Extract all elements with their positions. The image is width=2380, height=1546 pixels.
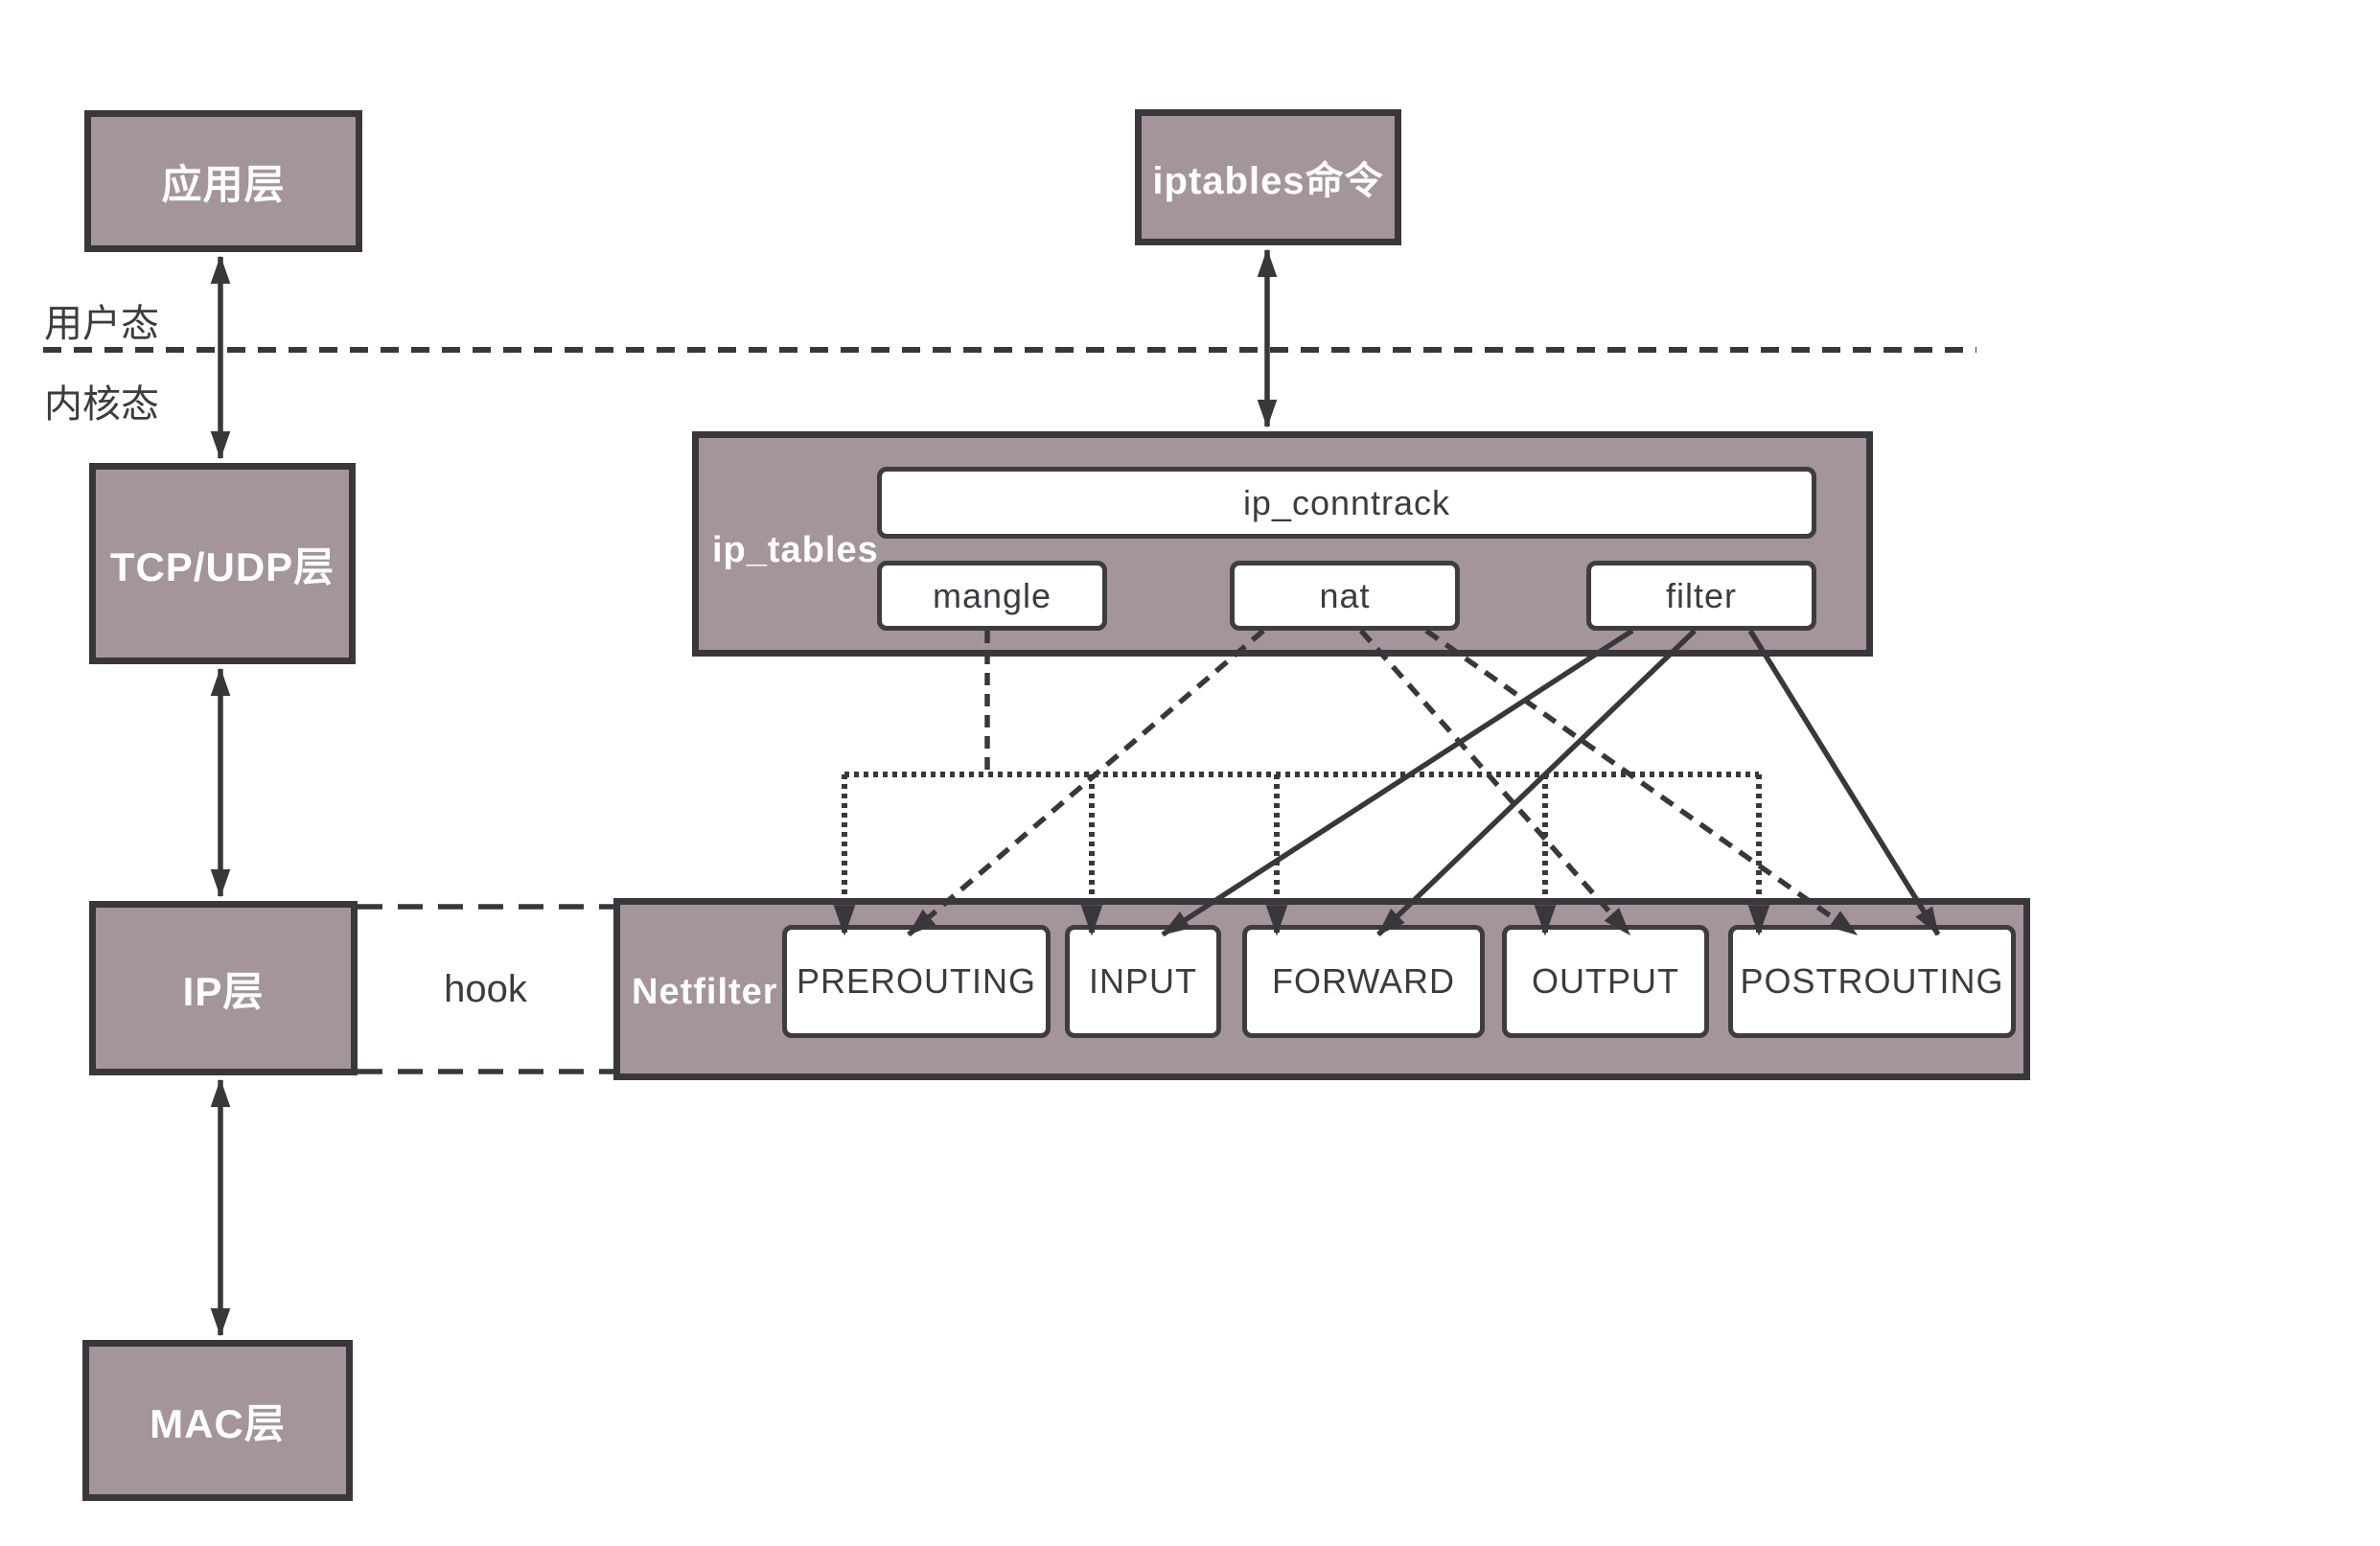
hook-label: hook [444, 967, 527, 1010]
box-filter-table: filter [1586, 561, 1816, 631]
box-nat-table: nat [1230, 561, 1460, 631]
box-mangle-table: mangle [877, 561, 1107, 631]
box-chain-input: INPUT [1065, 925, 1221, 1038]
box-chain-forward: FORWARD [1242, 925, 1485, 1038]
nat-to-chains-connector [907, 628, 1859, 937]
filter-to-forward [1376, 629, 1697, 936]
nat-to-output [1358, 629, 1632, 936]
filter-to-postrouting [1747, 629, 1941, 936]
mangle-to-chains-connector [833, 631, 1770, 936]
box-chain-postrouting: POSTROUTING [1728, 925, 2016, 1038]
box-iptables-command: iptables命令 [1135, 109, 1401, 245]
filter-to-input [1161, 628, 1634, 937]
box-chain-output: OUTPUT [1502, 925, 1709, 1038]
filter-to-chains-connector [1161, 628, 1941, 937]
box-mac-layer: MAC层 [82, 1340, 353, 1501]
ip-tables-container: ip_tables ip_conntrack mangle nat filter [692, 431, 1873, 657]
box-tcp-udp-layer: TCP/UDP层 [89, 463, 356, 664]
stack-arrows [210, 248, 1278, 1337]
box-application-layer: 应用层 [84, 110, 362, 252]
netfilter-label: Netfilter [632, 972, 778, 1012]
ip-tables-label: ip_tables [712, 530, 879, 570]
label-user-mode: 用户态 [44, 303, 159, 345]
nat-to-prerouting [907, 628, 1265, 937]
netfilter-container: Netfilter PREROUTING INPUT FORWARD OUTPU… [613, 898, 2030, 1080]
box-ip-conntrack: ip_conntrack [877, 467, 1816, 539]
box-chain-prerouting: PREROUTING [782, 925, 1051, 1038]
label-kernel-mode: 内核态 [44, 383, 159, 426]
box-ip-layer: IP层 [89, 901, 358, 1075]
nat-to-postrouting [1424, 628, 1859, 937]
